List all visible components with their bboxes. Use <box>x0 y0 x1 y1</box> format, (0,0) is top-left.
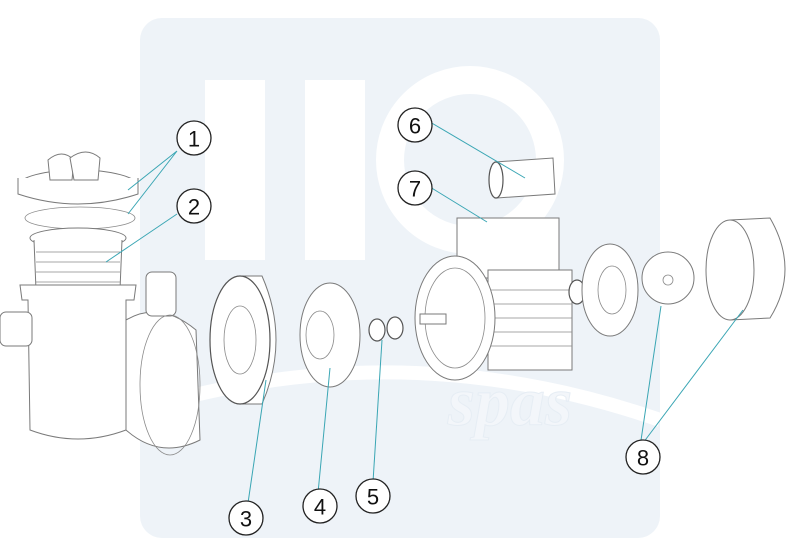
callout-circle <box>176 188 212 224</box>
diffuser <box>209 275 277 405</box>
callout-number: 2 <box>188 195 200 220</box>
callout-5: 5 <box>355 478 391 514</box>
motor <box>414 217 586 381</box>
leader-7 <box>429 186 488 223</box>
callout-circle <box>397 107 433 143</box>
leader-1 <box>127 150 178 215</box>
callout-number: 8 <box>637 446 649 471</box>
lid-o-ring <box>24 206 136 230</box>
callout-circle <box>625 439 661 475</box>
callout-number: 1 <box>188 127 200 152</box>
callout-4: 4 <box>302 488 338 524</box>
mechanical-seal <box>368 316 404 342</box>
callout-number: 6 <box>409 114 421 139</box>
impeller <box>299 282 361 388</box>
callout-2: 2 <box>176 188 212 224</box>
leader-3 <box>247 379 267 504</box>
callout-8: 8 <box>625 439 661 475</box>
callout-circle <box>228 500 264 536</box>
callout-number: 5 <box>367 485 379 510</box>
callout-circle <box>302 488 338 524</box>
watermark-swoosh <box>137 365 663 427</box>
callout-number: 7 <box>409 177 421 202</box>
leader-2 <box>105 213 178 263</box>
end-bell <box>581 243 639 337</box>
callout-1: 1 <box>176 120 212 156</box>
fan-cover <box>705 217 786 321</box>
callout-3: 3 <box>228 500 264 536</box>
watermark-panel <box>140 18 660 538</box>
leader-5 <box>372 339 383 483</box>
pump-housing <box>0 271 201 456</box>
fan <box>641 251 695 305</box>
watermark-letter-h-right <box>305 80 365 260</box>
leader-8 <box>639 305 744 448</box>
callout-7: 7 <box>397 170 433 206</box>
watermark-letter-h-left <box>205 80 265 260</box>
capacitor <box>488 157 556 199</box>
callout-circle <box>397 170 433 206</box>
leader-6 <box>429 121 526 179</box>
callout-circle <box>176 120 212 156</box>
callout-number: 4 <box>314 495 326 520</box>
strainer-lid <box>17 151 139 205</box>
callout-6: 6 <box>397 107 433 143</box>
leader-4 <box>317 367 331 494</box>
callout-circle <box>355 478 391 514</box>
callout-number: 3 <box>240 507 252 532</box>
leader-lines <box>105 121 744 504</box>
watermark: spas <box>137 18 663 538</box>
